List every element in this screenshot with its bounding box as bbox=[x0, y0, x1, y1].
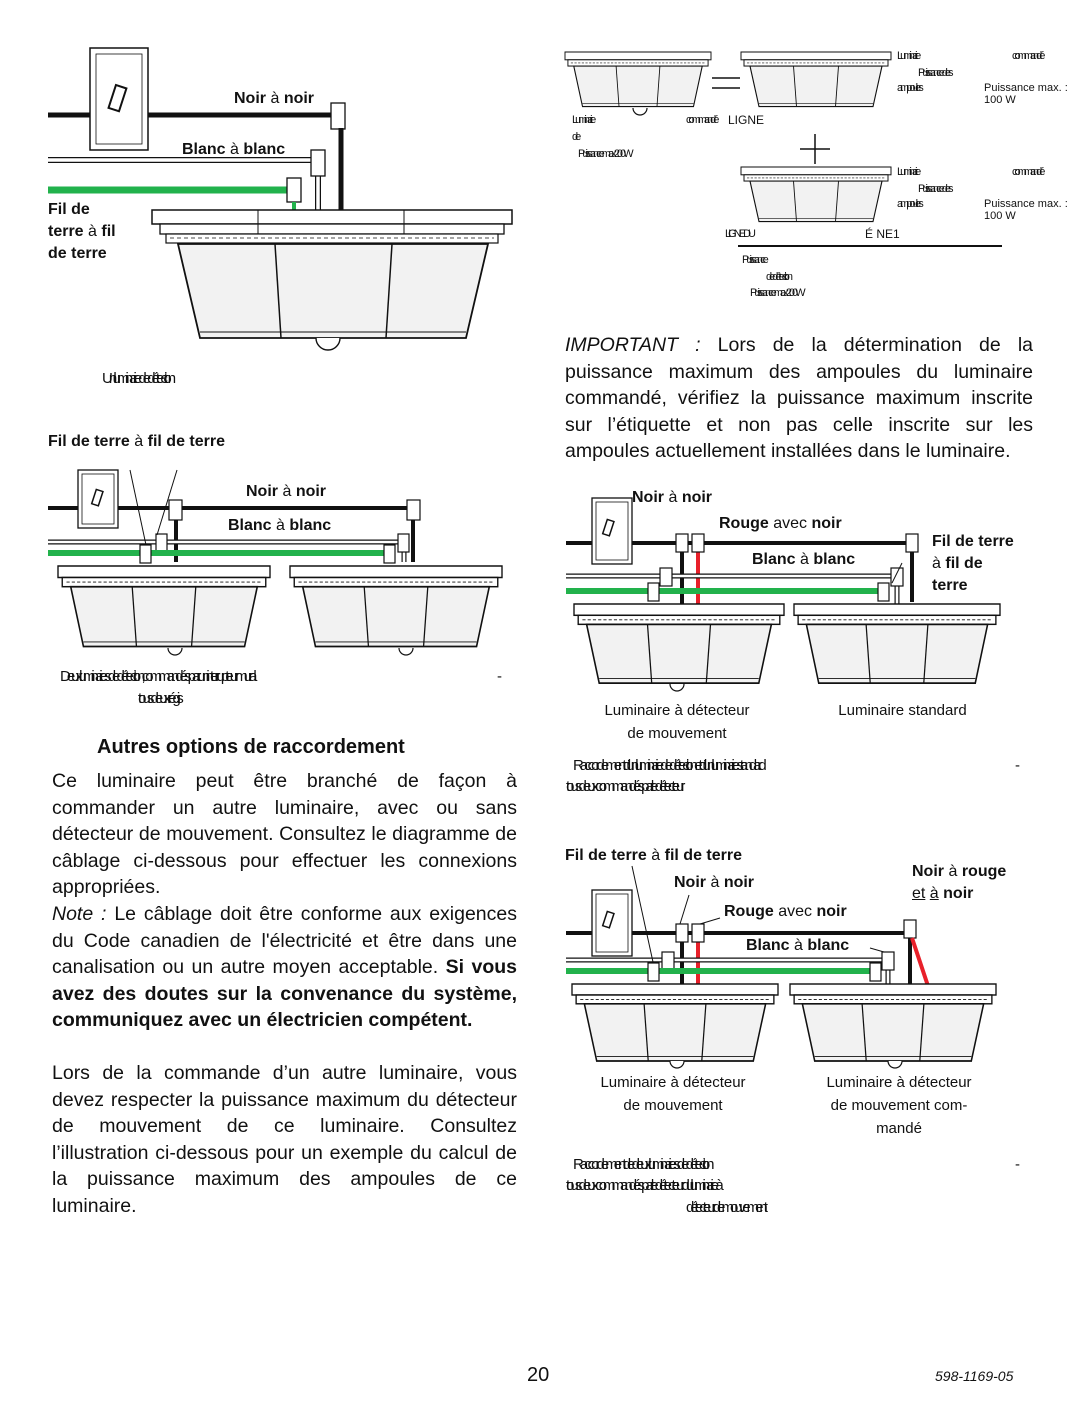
caption-diagram-2-line2: tous deux régis bbox=[138, 690, 184, 707]
calc-lum1-e: Puissance max. : 100 W bbox=[984, 82, 1068, 106]
calc-artwork bbox=[564, 51, 1002, 247]
calc-total-e: Puissance max. : 200 W bbox=[750, 287, 806, 299]
calc-lum2-c: Puissance des bbox=[918, 183, 954, 195]
label-noir-a-noir-1: Noir à noir bbox=[234, 90, 315, 107]
calc-lum1-c: Puissance des bbox=[918, 67, 954, 79]
section-title: Autres options de raccordement bbox=[97, 736, 405, 758]
label-noir-a-noir-2: Noir à noir bbox=[246, 483, 327, 500]
label-ground-4: Fil de terre à fil de terre bbox=[565, 847, 742, 864]
section-note: Note : Le câblage doit être conforme aux… bbox=[52, 903, 517, 1031]
caption-diagram-2-dash: - bbox=[497, 668, 502, 685]
calc-total-b: É NE1 bbox=[865, 227, 900, 241]
label-noir-a-noir-4: Noir à noir bbox=[674, 874, 755, 891]
calc-total-a: LIGNE DU bbox=[725, 228, 756, 240]
caption-diagram-4-line2: tous deux commandés par le détecteur du … bbox=[566, 1177, 724, 1194]
section-paragraph-1: Ce luminaire peut être branché de façon … bbox=[52, 770, 517, 898]
section-paragraph-3: Lors de la commande d’un autre luminaire… bbox=[52, 1062, 517, 1217]
diagram-4-artwork bbox=[566, 865, 997, 1069]
calc-load-e: Puissance max. : 200 W bbox=[578, 148, 634, 160]
caption-diagram-4-dash: - bbox=[1015, 1156, 1020, 1173]
calc-lum2-e: Puissance max. : 100 W bbox=[984, 198, 1068, 222]
caption-diagram-4-line1: Raccordement de deux luminaires de détec… bbox=[573, 1156, 715, 1173]
caption-fixture-standard-3: Luminaire standard bbox=[838, 702, 967, 719]
calc-lum1-a: Luminaire bbox=[897, 50, 921, 62]
diagram-1-artwork bbox=[48, 47, 513, 351]
calc-lum2-a: Luminaire bbox=[897, 166, 921, 178]
label-rouge-avec-noir-4: Rouge avec noir bbox=[724, 903, 847, 920]
caption-diagram-2-line1: Deux luminaires de détection, commandés … bbox=[60, 668, 257, 685]
calc-load-a: Luminaire bbox=[572, 114, 596, 126]
label-noir-a-noir-3: Noir à noir bbox=[632, 489, 713, 506]
document-code: 598-1169-05 bbox=[935, 1368, 1014, 1384]
label-blanc-a-blanc-4: Blanc à blanc bbox=[746, 937, 850, 954]
label-blanc-a-blanc-2: Blanc à blanc bbox=[228, 517, 332, 534]
calc-load-c: LIGNE bbox=[728, 113, 765, 127]
caption-diagram-3-dash: - bbox=[1015, 757, 1020, 774]
calc-load-d: de bbox=[572, 131, 581, 143]
caption-diagram-1: Un luminaire de détection bbox=[102, 370, 176, 387]
calc-lum2-b: commandé bbox=[1012, 166, 1045, 178]
diagram-3-artwork bbox=[566, 497, 1001, 692]
calc-lum1-b: commandé bbox=[1012, 50, 1045, 62]
diagram-2-artwork bbox=[48, 469, 503, 656]
label-noir-a-rouge-4: Noir à rouge et à noir bbox=[912, 863, 1007, 902]
calc-total-c: Puissance bbox=[742, 254, 769, 266]
calc-total-d: de détection bbox=[766, 271, 793, 283]
calc-lum1-d: ampoules bbox=[897, 82, 924, 94]
label-ground-1: Fil de terre à fil de terre bbox=[48, 201, 116, 262]
label-blanc-a-blanc-3: Blanc à blanc bbox=[752, 551, 856, 568]
caption-diagram-4-line3: détecteur de mouvement bbox=[686, 1199, 768, 1216]
calc-lum2-d: ampoules bbox=[897, 198, 924, 210]
label-blanc-a-blanc-1: Blanc à blanc bbox=[182, 141, 286, 158]
label-ground-3: Fil de terre à fil de terre bbox=[932, 533, 1014, 594]
label-rouge-avec-noir-3: Rouge avec noir bbox=[719, 515, 842, 532]
important-note: IMPORTANT : Lors de la détermination de … bbox=[565, 334, 1034, 462]
page-number: 20 bbox=[527, 1364, 550, 1386]
caption-diagram-3-line1: Raccordement d’un luminaire de détection… bbox=[573, 757, 767, 774]
label-ground-2: Fil de terre à fil de terre bbox=[48, 433, 225, 450]
calc-load-b: commandé bbox=[686, 114, 719, 126]
caption-diagram-3-line2: tous deux commandés par le détecteur bbox=[566, 778, 685, 795]
